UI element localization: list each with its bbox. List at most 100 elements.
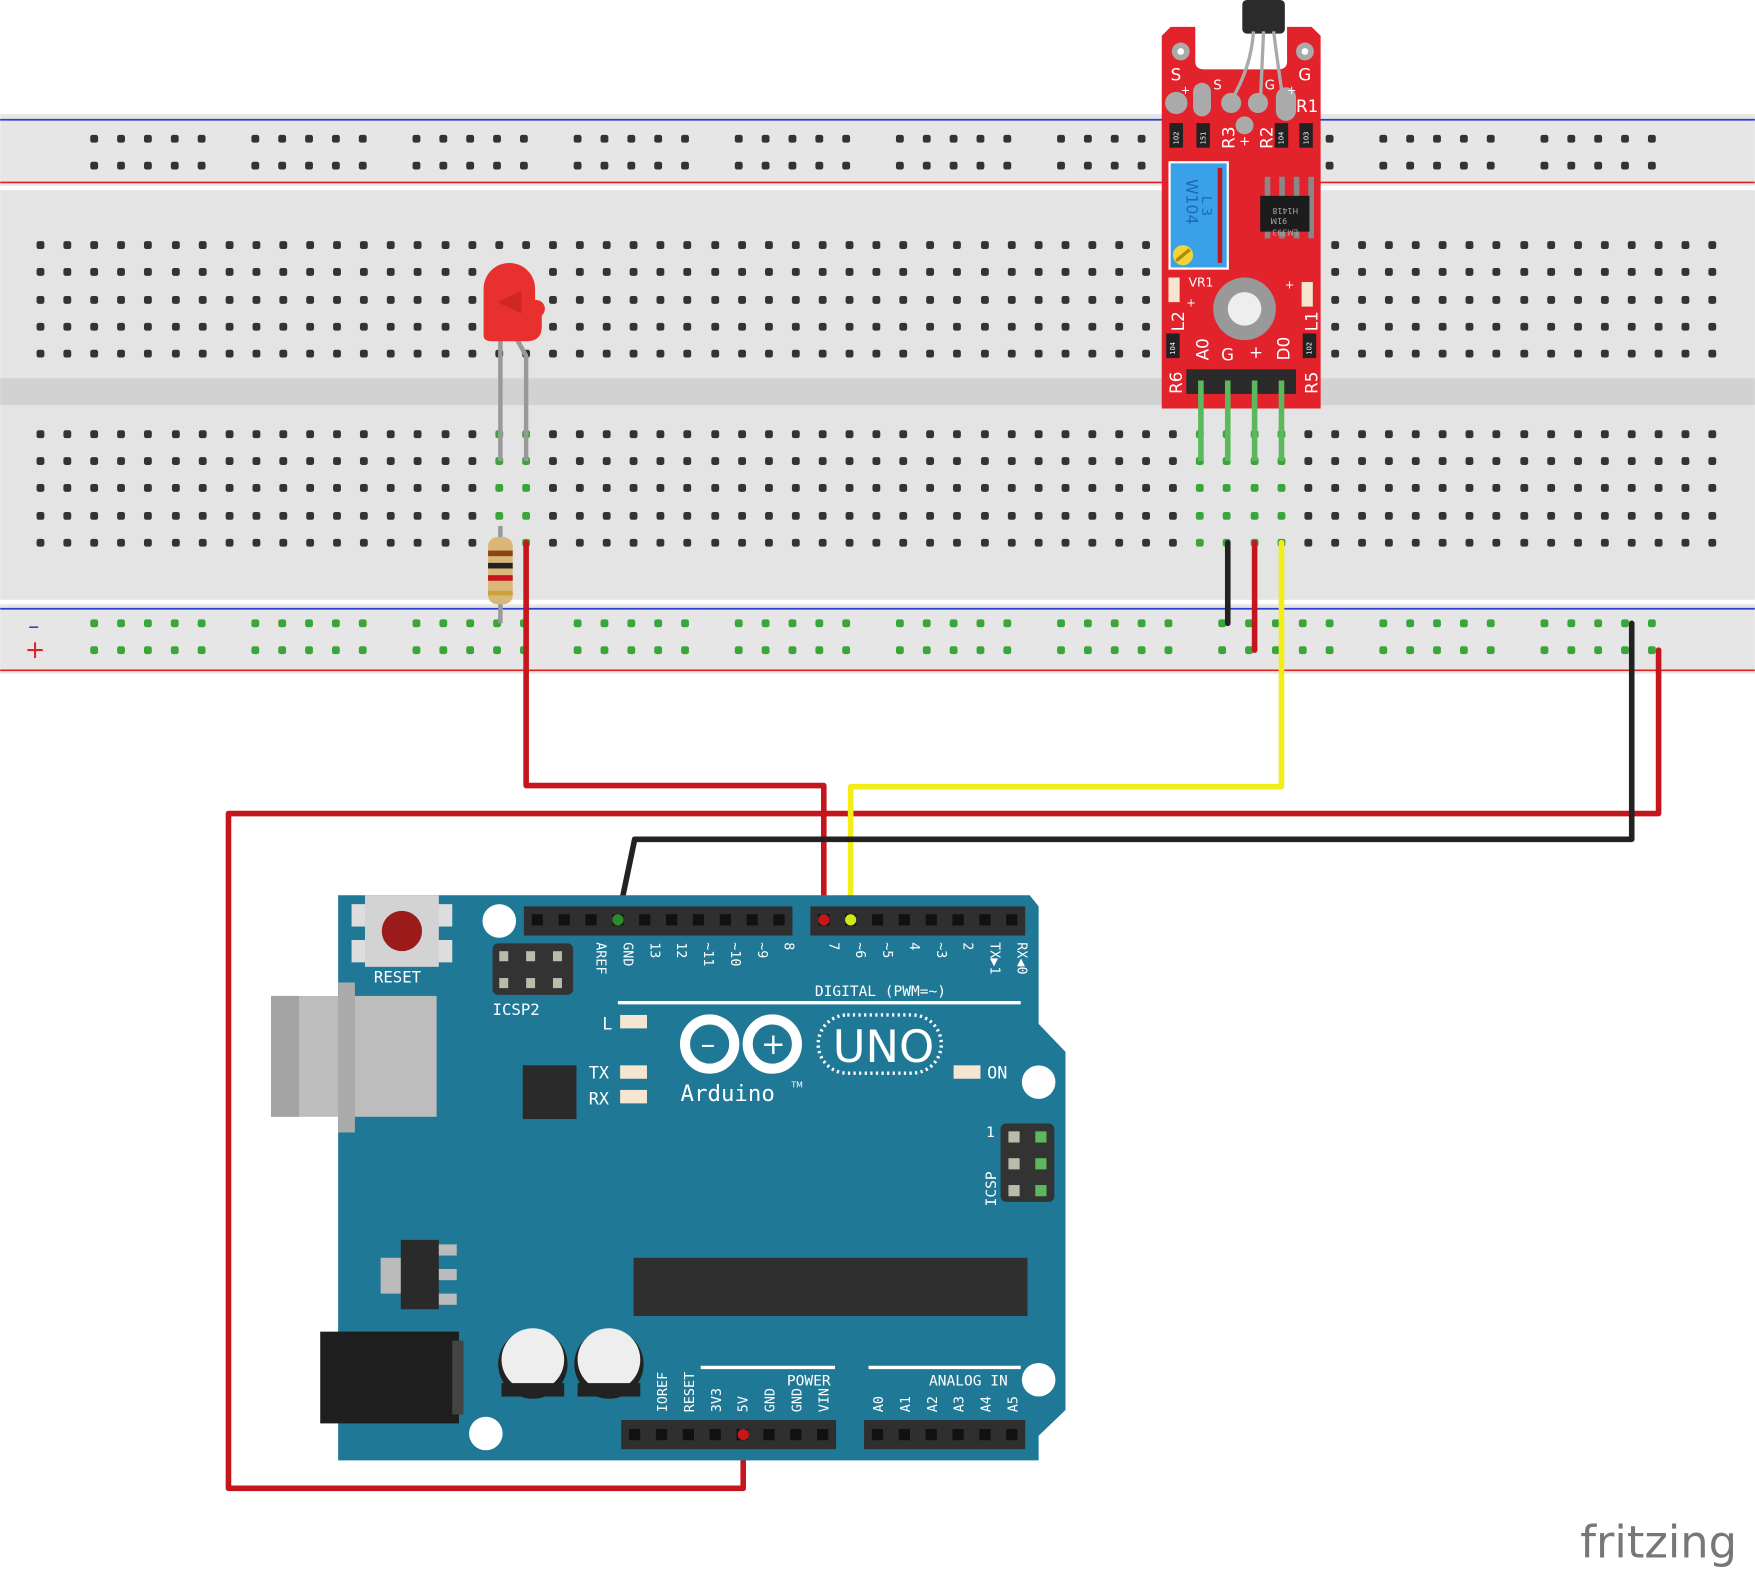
breadboard-hole[interactable] xyxy=(198,268,207,276)
breadboard-hole[interactable] xyxy=(225,538,234,547)
breadboard-hole[interactable] xyxy=(1627,322,1636,331)
breadboard-hole[interactable] xyxy=(252,295,261,304)
breadboard-hole[interactable] xyxy=(1358,430,1366,439)
breadboard-hole[interactable] xyxy=(1438,538,1447,547)
breadboard-hole[interactable] xyxy=(359,538,368,547)
breadboard-hole[interactable] xyxy=(143,430,152,439)
breadboard-hole[interactable] xyxy=(468,430,477,439)
breadboard-hole[interactable] xyxy=(468,268,477,276)
breadboard-hole[interactable] xyxy=(818,511,827,520)
breadboard-hole[interactable] xyxy=(629,430,638,439)
breadboard-hole[interactable] xyxy=(818,295,827,304)
breadboard-hole[interactable] xyxy=(629,322,638,331)
breadboard-hole[interactable] xyxy=(899,268,908,276)
breadboard-hole[interactable] xyxy=(1169,538,1177,547)
breadboard-hole[interactable] xyxy=(654,134,663,143)
breadboard-hole[interactable] xyxy=(252,457,261,465)
breadboard-hole[interactable] xyxy=(976,134,985,143)
breadboard-hole[interactable] xyxy=(842,619,851,628)
breadboard-hole[interactable] xyxy=(872,538,881,547)
breadboard-hole[interactable] xyxy=(1547,322,1556,331)
breadboard-hole[interactable] xyxy=(1465,511,1474,520)
breadboard-hole[interactable] xyxy=(575,511,584,520)
breadboard-hole[interactable] xyxy=(143,268,152,276)
breadboard-hole[interactable] xyxy=(1384,430,1393,439)
breadboard-hole[interactable] xyxy=(358,619,367,628)
header-pin[interactable] xyxy=(1006,914,1018,926)
breadboard-hole[interactable] xyxy=(1438,268,1447,276)
breadboard-hole[interactable] xyxy=(573,134,582,143)
breadboard-hole[interactable] xyxy=(439,619,448,628)
breadboard-hole[interactable] xyxy=(468,457,477,465)
breadboard-hole[interactable] xyxy=(1169,483,1177,492)
breadboard-hole[interactable] xyxy=(171,295,180,304)
breadboard-hole[interactable] xyxy=(333,511,341,520)
breadboard-hole[interactable] xyxy=(1600,511,1609,520)
breadboard-hole[interactable] xyxy=(845,511,854,520)
breadboard-hole[interactable] xyxy=(765,430,773,439)
breadboard-hole[interactable] xyxy=(1110,134,1119,143)
breadboard-hole[interactable] xyxy=(1411,430,1420,439)
breadboard-hole[interactable] xyxy=(117,457,125,465)
breadboard-hole[interactable] xyxy=(1465,295,1474,304)
breadboard-hole[interactable] xyxy=(1358,268,1366,276)
breadboard-hole[interactable] xyxy=(1110,619,1119,628)
breadboard-hole[interactable] xyxy=(1681,322,1690,331)
breadboard-hole[interactable] xyxy=(386,241,395,249)
breadboard-hole[interactable] xyxy=(359,511,368,520)
breadboard-hole[interactable] xyxy=(815,619,824,628)
breadboard-hole[interactable] xyxy=(306,322,315,331)
breadboard-hole[interactable] xyxy=(198,457,207,465)
breadboard-hole[interactable] xyxy=(1384,483,1393,492)
breadboard-hole[interactable] xyxy=(466,619,475,628)
breadboard-hole[interactable] xyxy=(549,538,557,547)
breadboard-hole[interactable] xyxy=(1486,646,1495,655)
breadboard-hole[interactable] xyxy=(1547,295,1556,304)
breadboard-hole[interactable] xyxy=(143,295,152,304)
breadboard-hole[interactable] xyxy=(441,430,450,439)
breadboard-hole[interactable] xyxy=(627,646,636,655)
breadboard-hole[interactable] xyxy=(899,457,908,465)
breadboard-hole[interactable] xyxy=(36,241,45,249)
breadboard-hole[interactable] xyxy=(1034,322,1043,331)
breadboard-hole[interactable] xyxy=(1222,511,1231,520)
breadboard-hole[interactable] xyxy=(252,241,261,249)
breadboard-hole[interactable] xyxy=(225,241,234,249)
breadboard-hole[interactable] xyxy=(1600,241,1609,249)
breadboard-hole[interactable] xyxy=(1654,268,1663,276)
breadboard-hole[interactable] xyxy=(656,483,665,492)
breadboard-hole[interactable] xyxy=(359,349,368,358)
breadboard-hole[interactable] xyxy=(1195,538,1204,547)
breadboard-hole[interactable] xyxy=(1304,511,1313,520)
breadboard-hole[interactable] xyxy=(170,619,179,628)
breadboard-hole[interactable] xyxy=(333,349,341,358)
breadboard-hole[interactable] xyxy=(922,134,931,143)
breadboard-hole[interactable] xyxy=(627,134,636,143)
breadboard-hole[interactable] xyxy=(1164,646,1173,655)
breadboard-hole[interactable] xyxy=(711,430,720,439)
breadboard-hole[interactable] xyxy=(602,457,611,465)
breadboard-hole[interactable] xyxy=(63,430,72,439)
breadboard-hole[interactable] xyxy=(1627,457,1636,465)
breadboard-hole[interactable] xyxy=(1681,483,1690,492)
breadboard-hole[interactable] xyxy=(1654,483,1663,492)
breadboard-hole[interactable] xyxy=(1574,322,1582,331)
breadboard-hole[interactable] xyxy=(1110,161,1119,170)
breadboard-hole[interactable] xyxy=(1438,322,1447,331)
breadboard-hole[interactable] xyxy=(279,349,288,358)
breadboard-hole[interactable] xyxy=(711,241,720,249)
breadboard-hole[interactable] xyxy=(468,538,477,547)
breadboard-hole[interactable] xyxy=(252,430,261,439)
breadboard-hole[interactable] xyxy=(1169,430,1177,439)
breadboard-hole[interactable] xyxy=(1627,268,1636,276)
breadboard-hole[interactable] xyxy=(170,646,179,655)
breadboard-hole[interactable] xyxy=(143,483,152,492)
breadboard-hole[interactable] xyxy=(711,511,720,520)
breadboard-hole[interactable] xyxy=(761,619,770,628)
breadboard-hole[interactable] xyxy=(761,134,770,143)
breadboard-hole[interactable] xyxy=(1061,457,1070,465)
breadboard-hole[interactable] xyxy=(170,161,179,170)
breadboard-hole[interactable] xyxy=(358,134,367,143)
breadboard-hole[interactable] xyxy=(1088,483,1097,492)
breadboard-hole[interactable] xyxy=(333,241,341,249)
